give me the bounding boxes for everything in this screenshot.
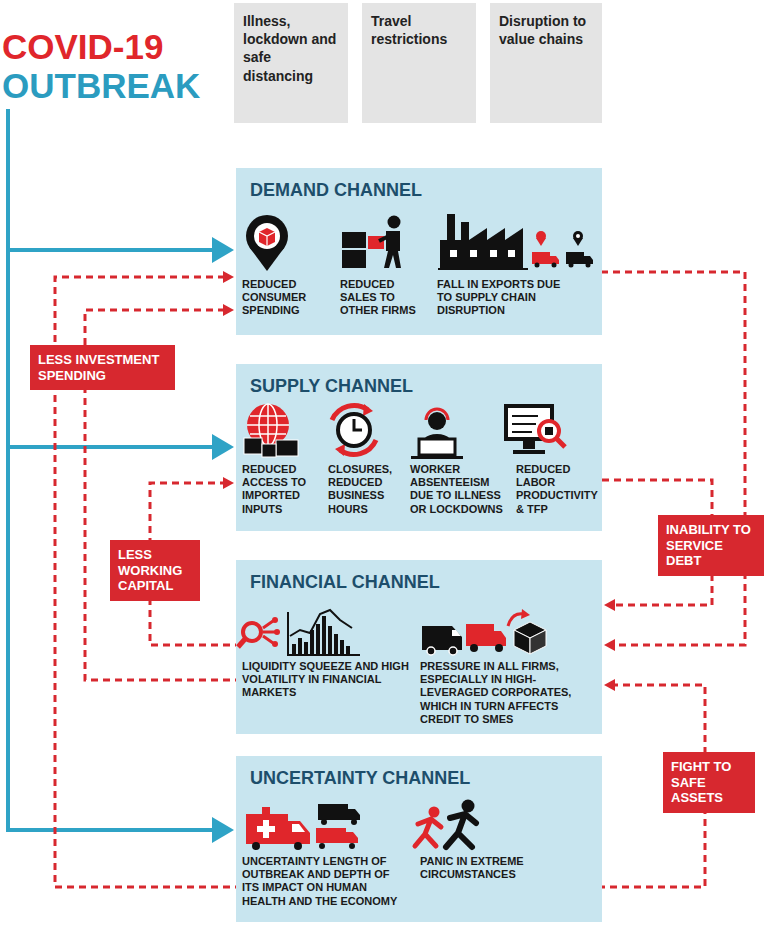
channel-item: CLOSURES, REDUCED BUSINESS HOURS (328, 403, 406, 516)
impact-arrow (8, 109, 212, 830)
channel-item: REDUCED ACCESS TO IMPORTED INPUTS (242, 403, 322, 516)
channel-item: LIQUIDITY SQUEEZE AND HIGH VOLATILITY IN… (242, 600, 412, 700)
item-text: PANIC IN EXTREME CIRCUMSTANCES (420, 855, 550, 881)
vehicles-boxes-icon (422, 609, 546, 655)
clock-icon (332, 404, 376, 456)
channel-item: UNCERTAINTY LENGTH OF OUTBREAK AND DEPTH… (242, 795, 407, 908)
monitor-magnifier-icon (506, 406, 565, 452)
pin-icon (246, 215, 288, 271)
item-text: PRESSURE IN ALL FIRMS, ESPECIALLY IN HIG… (420, 660, 598, 726)
channel-heading: UNCERTAINTY CHANNEL (250, 768, 592, 790)
channel-heading: DEMAND CHANNEL (250, 180, 592, 202)
cause-text: Disruption to value chains (499, 12, 594, 48)
ambulance-trucks-icon (246, 804, 360, 850)
cause-text: Illness, lockdown and safe distancing (243, 12, 340, 85)
channel-panel: UNCERTAINTY CHANNEL UNCERTAINTY LENGTH OF… (236, 756, 602, 922)
channel-item: PRESSURE IN ALL FIRMS, ESPECIALLY IN HIG… (420, 600, 598, 726)
channel-item: WORKER ABSENTEEISM DUE TO ILLNESS OR LOC… (410, 403, 510, 516)
factory-icon (438, 214, 593, 269)
panic-runners-icon (415, 800, 476, 848)
source-text: COVID-19 (2, 28, 217, 67)
cause-box: Travel restrictions (362, 3, 476, 123)
item-text: LIQUIDITY SQUEEZE AND HIGH VOLATILITY IN… (242, 660, 412, 700)
channel-item: REDUCED SALES TO OTHER FIRMS (340, 218, 418, 318)
item-text: REDUCED SALES TO OTHER FIRMS (340, 278, 418, 318)
channel-item: FALL IN EXPORTS DUE TO SUPPLY CHAIN DISR… (437, 218, 577, 318)
cause-text: Travel restrictions (371, 12, 468, 48)
liquidity-chart-icon (238, 610, 360, 655)
channel-item: PANIC IN EXTREME CIRCUMSTANCES (420, 795, 550, 881)
channel-item: REDUCED CONSUMER SPENDING (242, 218, 324, 318)
channel-panel: FINANCIAL CHANNEL LIQUIDITY SQUEEZE AND H… (236, 560, 602, 734)
worker-laptop-icon (411, 409, 463, 458)
channel-heading: SUPPLY CHANNEL (250, 376, 592, 398)
source-text: OUTBREAK (2, 67, 217, 106)
edge-label: LESS WORKING CAPITAL (110, 540, 200, 601)
item-text: UNCERTAINTY LENGTH OF OUTBREAK AND DEPTH… (242, 855, 407, 908)
edge-label: LESS INVESTMENT SPENDING (30, 345, 175, 390)
item-text: REDUCED ACCESS TO IMPORTED INPUTS (242, 463, 322, 516)
feedback-arrow (577, 272, 745, 645)
item-text: FALL IN EXPORTS DUE TO SUPPLY CHAIN DISR… (437, 278, 577, 318)
channel-heading: FINANCIAL CHANNEL (250, 572, 592, 594)
channel-panel: SUPPLY CHANNEL REDUCED ACCESS TO IMPORTED… (236, 364, 602, 531)
edge-label: FIGHT TO SAFE ASSETS (663, 752, 755, 813)
worker-boxes-icon (342, 216, 401, 269)
item-text: REDUCED LABOR PRODUCTIVITY & TFP (516, 463, 602, 516)
cause-box: Disruption to value chains (490, 3, 602, 123)
item-text: CLOSURES, REDUCED BUSINESS HOURS (328, 463, 406, 516)
globe-icon (244, 404, 298, 457)
cause-box: Illness, lockdown and safe distancing (234, 3, 348, 123)
source-heading: COVID-19OUTBREAK (2, 28, 217, 105)
item-text: REDUCED CONSUMER SPENDING (242, 278, 324, 318)
edge-label: INABILITY TO SERVICE DEBT (658, 515, 764, 576)
channel-panel: DEMAND CHANNEL REDUCED CONSUMER SPENDING R… (236, 168, 602, 335)
item-text: WORKER ABSENTEEISM DUE TO ILLNESS OR LOC… (410, 463, 510, 516)
channel-item: REDUCED LABOR PRODUCTIVITY & TFP (516, 403, 602, 516)
impact-arrow (8, 109, 212, 250)
